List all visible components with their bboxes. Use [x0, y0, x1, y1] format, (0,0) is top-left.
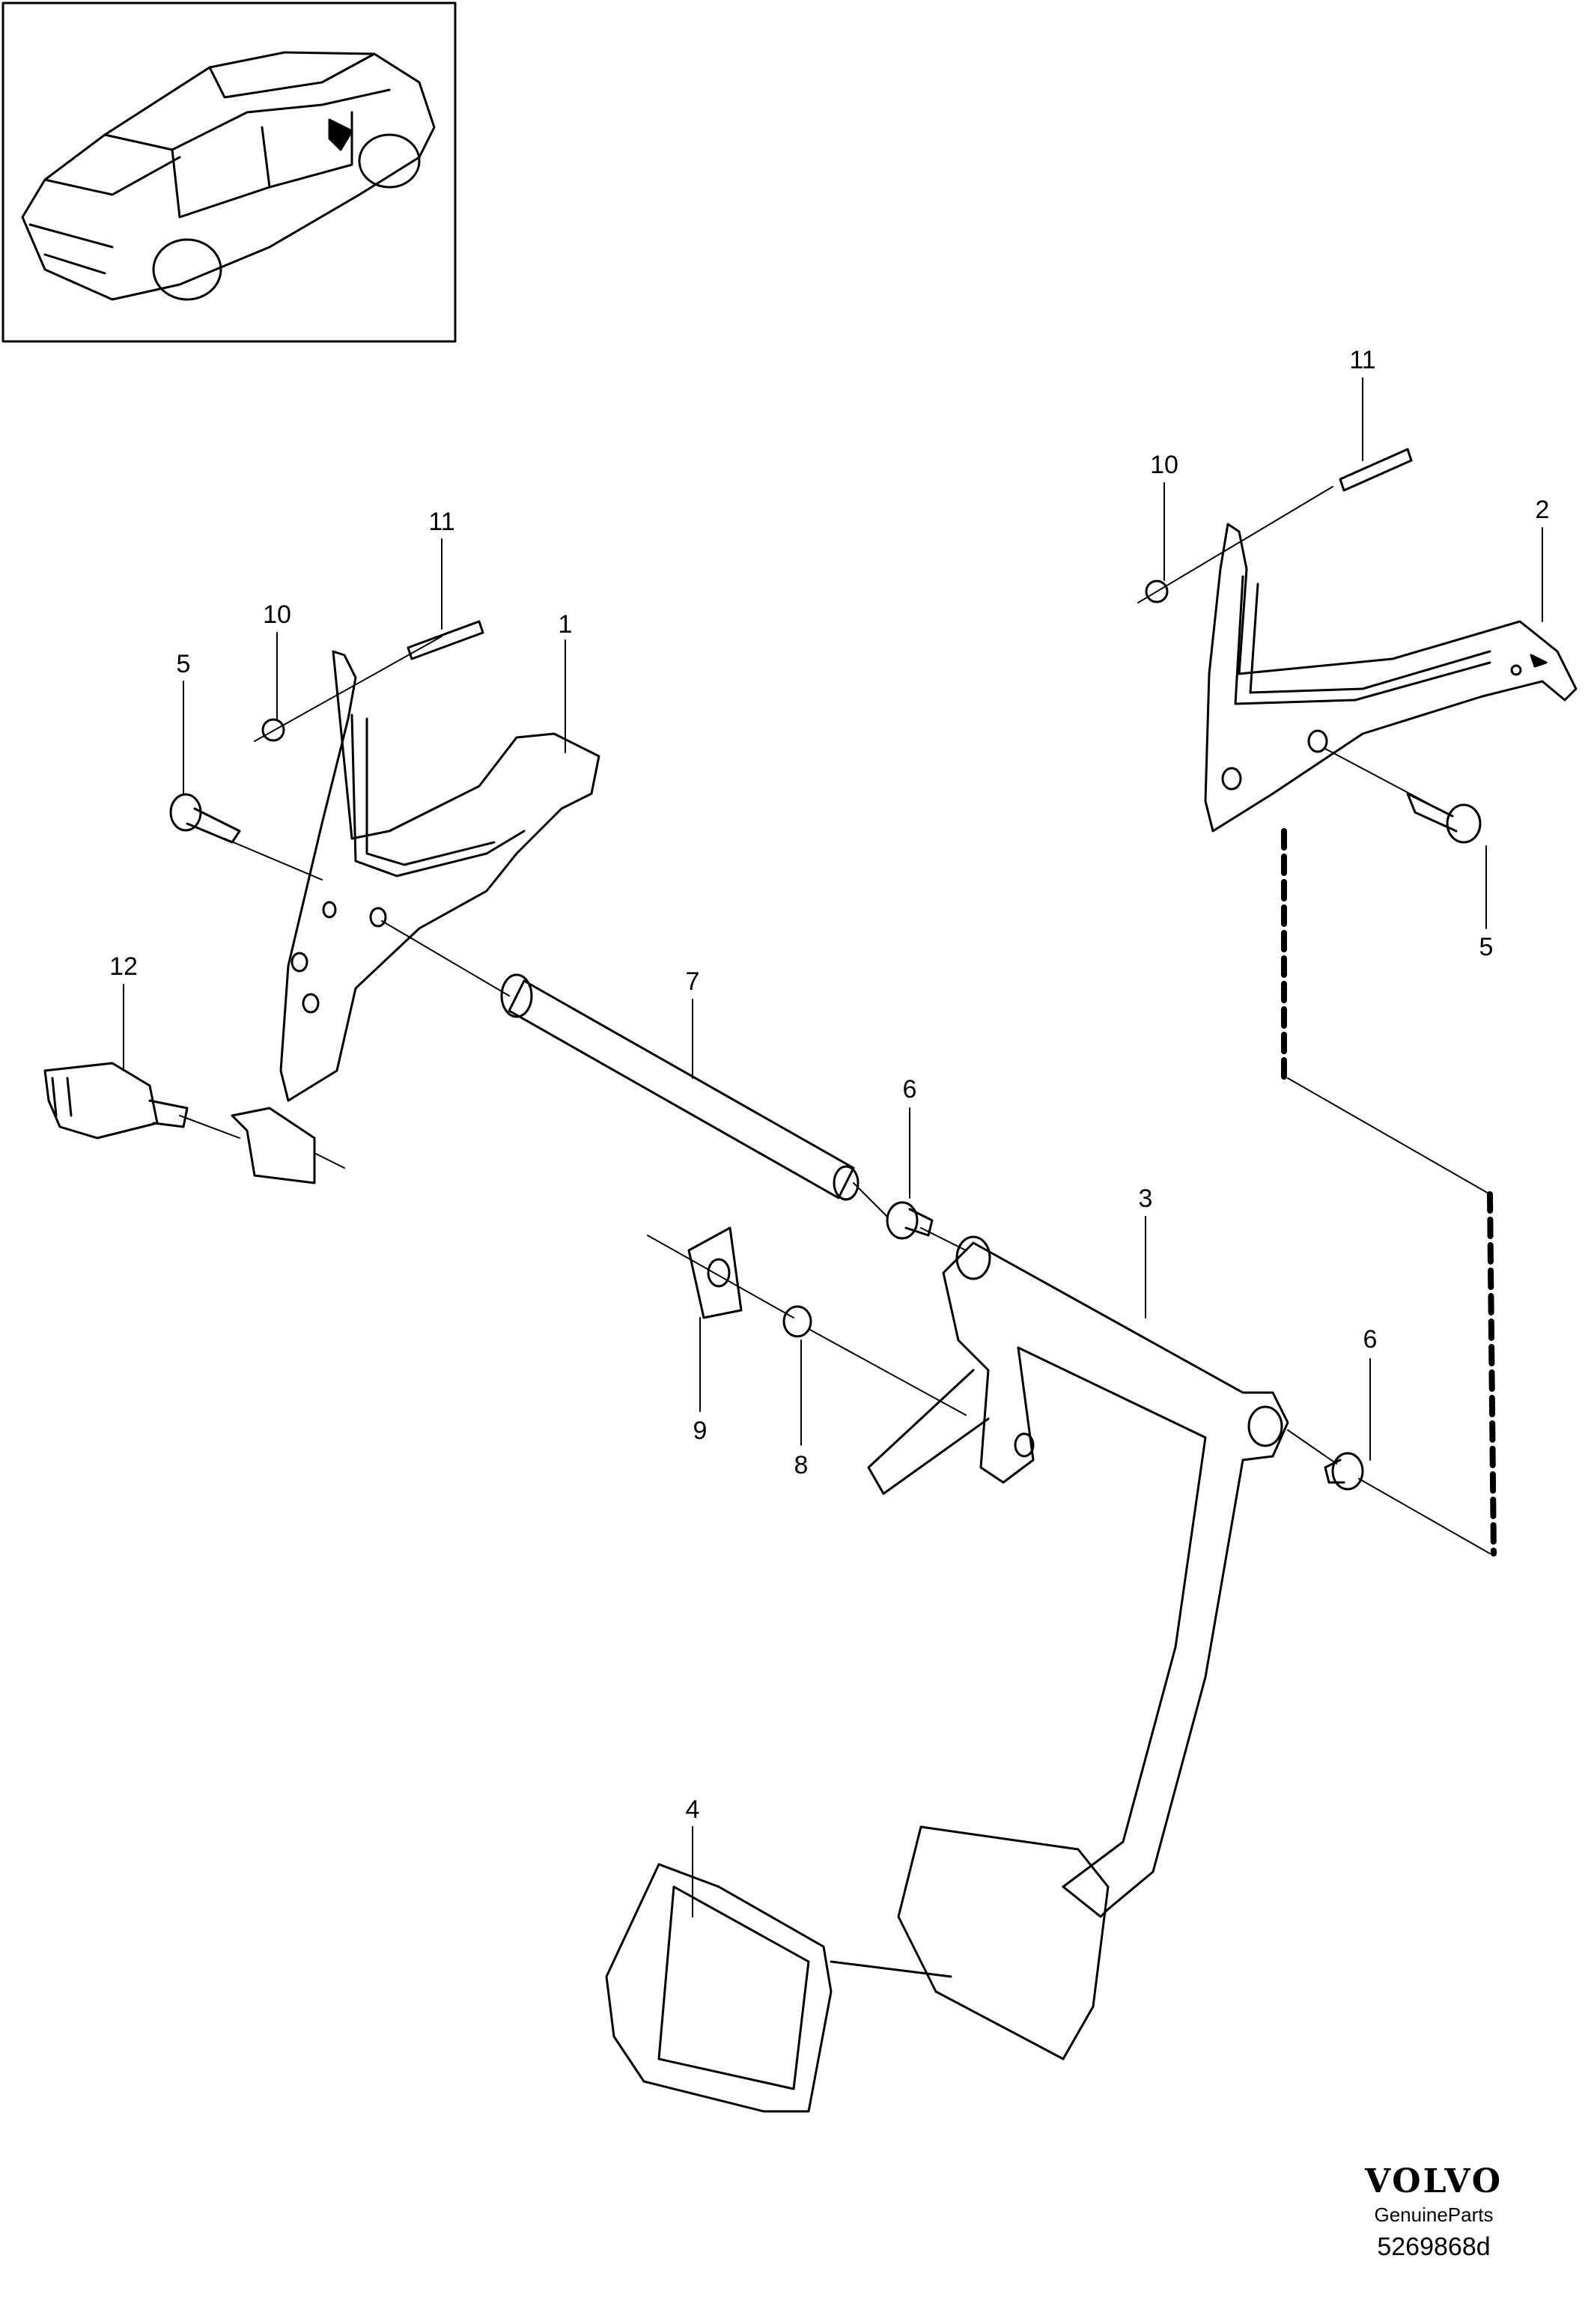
brand-block: VOLVO GenuineParts 5269868d	[1336, 2162, 1531, 2262]
pivot-shaft	[500, 973, 860, 1201]
callout-12: 12	[109, 952, 138, 981]
diagram-code: 5269868d	[1377, 2233, 1491, 2261]
callout-4: 4	[686, 1795, 700, 1824]
callout-6-lower: 6	[1363, 1325, 1378, 1354]
callout-5-right: 5	[1479, 933, 1494, 961]
callout-11-right: 11	[1349, 346, 1375, 374]
bushing-lower	[1324, 1452, 1364, 1491]
routing-dashed-line	[1281, 828, 1497, 1557]
callout-5-left: 5	[177, 650, 191, 678]
callout-6-upper: 6	[903, 1075, 917, 1104]
callout-11-left: 11	[428, 508, 454, 536]
volvo-logo: VOLVO	[1364, 2162, 1503, 2200]
callout-3: 3	[1139, 1184, 1153, 1213]
genuine-parts-label: GenuineParts	[1374, 2203, 1494, 2226]
callout-leaders	[123, 377, 1543, 1917]
assembly-lines	[179, 486, 1491, 1554]
callout-1: 1	[559, 610, 573, 639]
callout-7: 7	[686, 967, 700, 996]
brake-light-switch	[43, 1062, 316, 1184]
right-mounting-bracket	[1204, 523, 1578, 833]
callout-9: 9	[693, 1417, 708, 1445]
left-mounting-bracket	[279, 650, 600, 1102]
bushing-upper	[886, 1201, 934, 1240]
retaining-clip	[687, 1226, 743, 1319]
stud-left	[407, 620, 484, 660]
bolt-left	[169, 793, 241, 844]
nut-right	[1145, 580, 1169, 603]
pedal-pad	[605, 1863, 952, 2113]
vehicle-locator-inset	[1, 1, 457, 343]
washer	[782, 1305, 812, 1338]
bolt-right	[1406, 792, 1482, 844]
callout-10-left: 10	[263, 600, 291, 629]
callout-10-right: 10	[1150, 451, 1178, 479]
stud-right	[1339, 448, 1413, 492]
nut-left	[261, 718, 285, 742]
callout-2: 2	[1536, 496, 1550, 524]
callout-8: 8	[794, 1451, 809, 1479]
brake-pedal-arm	[867, 1235, 1289, 2060]
